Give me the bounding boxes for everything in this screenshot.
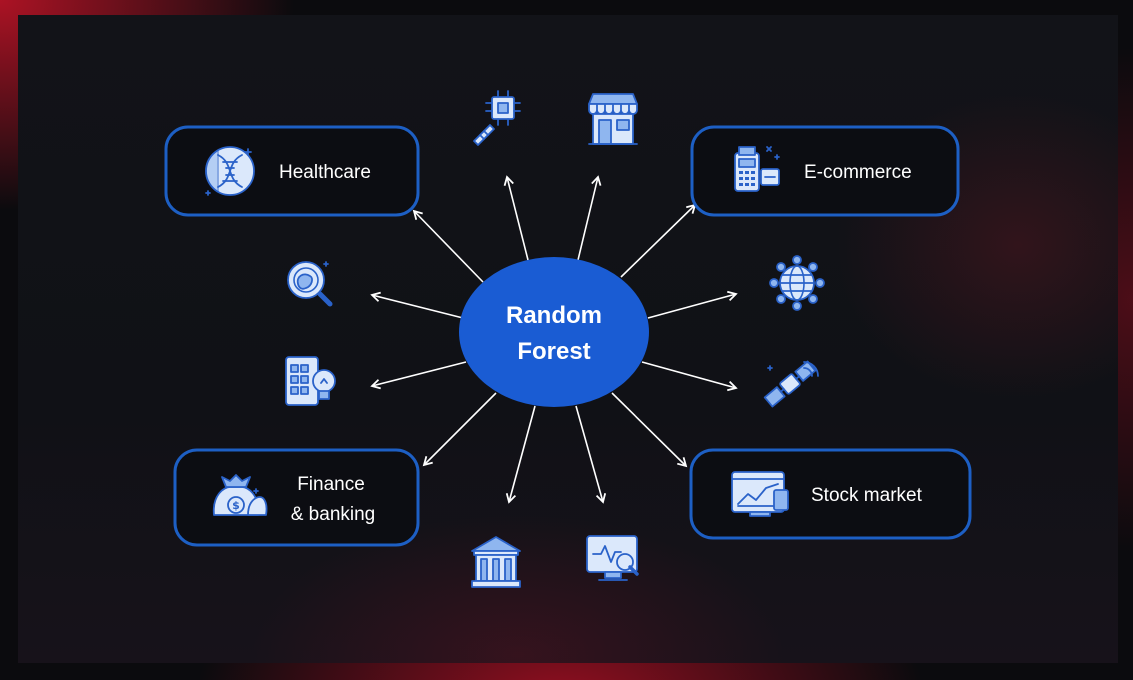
center-line-1: Random	[506, 302, 602, 329]
arrow-to-circuit-key	[503, 175, 529, 261]
ecommerce-box	[690, 125, 960, 217]
arrow-to-healthcare	[412, 209, 484, 283]
monitor-analysis-icon	[586, 535, 639, 581]
finance-box	[173, 448, 420, 547]
circuit-key-icon	[473, 90, 521, 146]
healthcare-label: Healthcare	[279, 162, 371, 183]
center-node: Random Forest	[459, 257, 649, 407]
arrow-to-bacteria	[370, 291, 464, 319]
arrow-to-ecommerce	[620, 203, 697, 278]
stock-chart-icon	[731, 471, 789, 517]
dna-icon	[205, 146, 255, 196]
finance-node: $ Finance & banking	[173, 448, 420, 547]
storefront-icon	[588, 93, 638, 145]
cash-register-icon	[734, 146, 780, 192]
ecommerce-label: E-commerce	[804, 162, 912, 183]
bacteria-magnifier-icon	[287, 261, 333, 307]
arrow-to-storefront	[577, 175, 602, 261]
arrow-to-monitor	[575, 405, 607, 504]
satellite-icon	[763, 360, 819, 408]
tablet-lightbulb-icon	[285, 356, 336, 406]
center-ellipse	[459, 257, 649, 407]
globe-network-icon	[769, 255, 825, 311]
arrow-to-bank	[505, 405, 536, 504]
bank-building-icon	[471, 536, 521, 588]
healthcare-node: Healthcare	[164, 125, 420, 217]
arrow-to-satellite	[641, 361, 738, 392]
arrow-to-finance	[422, 392, 497, 467]
arrow-to-stock	[611, 392, 688, 468]
finance-label-line-1: Finance	[297, 474, 365, 495]
stock-node: Stock market	[689, 448, 972, 540]
stock-label: Stock market	[811, 485, 923, 506]
finance-label-line-2: & banking	[291, 504, 376, 525]
money-bags-icon: $	[212, 474, 268, 516]
arrows	[370, 175, 738, 504]
arrow-to-globe	[647, 290, 738, 319]
ecommerce-node: E-commerce	[690, 125, 960, 217]
center-line-2: Forest	[517, 338, 590, 365]
svg-text:$: $	[232, 499, 240, 512]
arrow-to-tablet	[370, 361, 467, 390]
